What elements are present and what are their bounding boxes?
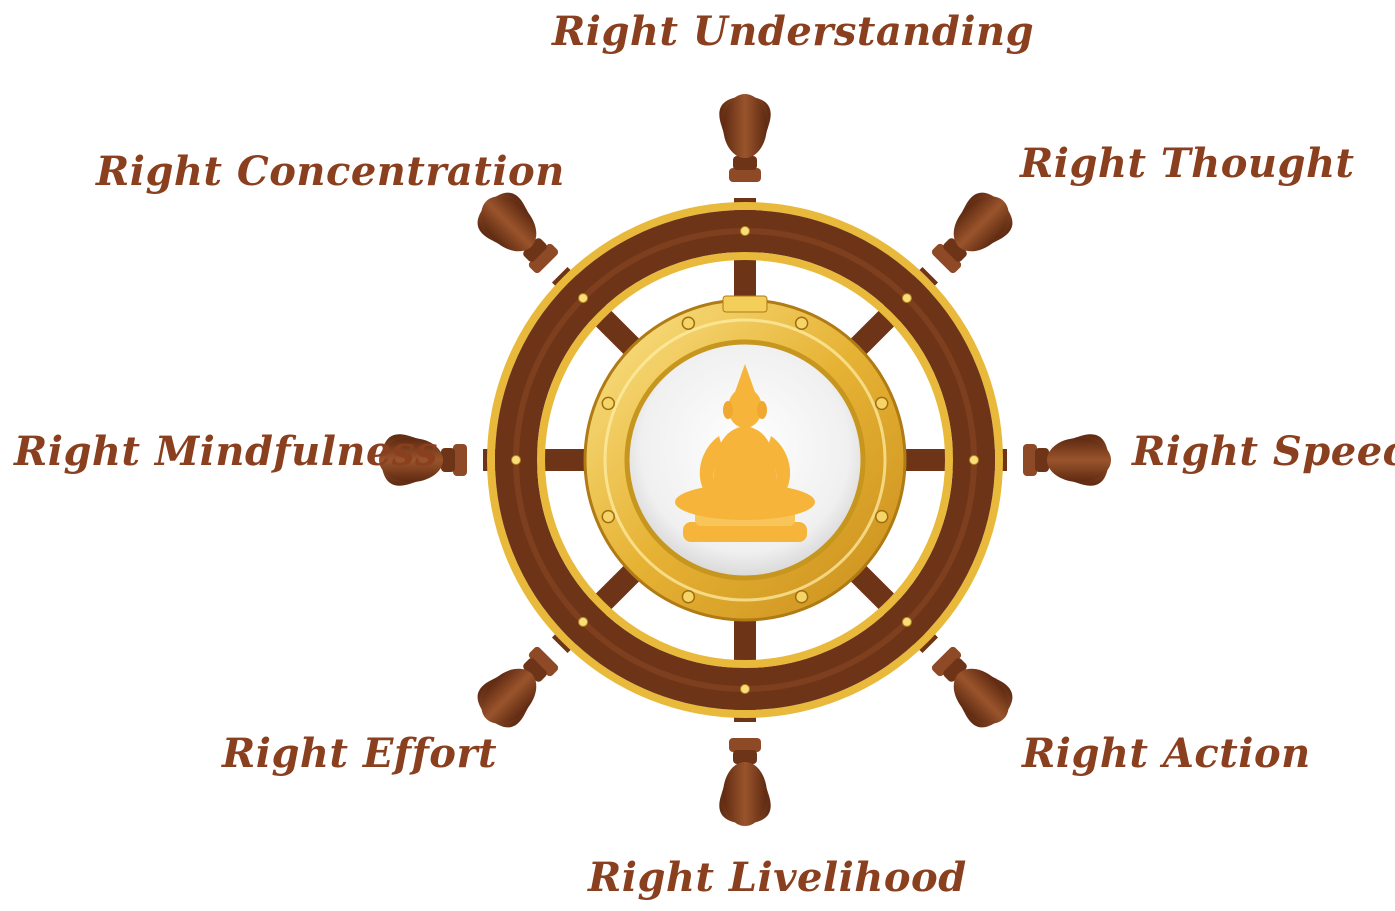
rim-rivet [902, 617, 911, 626]
rim-rivet [970, 456, 979, 465]
rim-rivet [741, 685, 750, 694]
porthole-bolt [796, 591, 808, 603]
porthole-bolt [602, 397, 614, 409]
label-right-action: Right Action [1022, 734, 1311, 774]
porthole-hinge [723, 296, 767, 312]
porthole-bolt [876, 511, 888, 523]
porthole-bolt [876, 397, 888, 409]
porthole-bolt [602, 511, 614, 523]
rim-rivet [579, 617, 588, 626]
label-right-speech: Right Speech [1132, 432, 1395, 472]
porthole-bolt [682, 317, 694, 329]
porthole-bolt [682, 591, 694, 603]
rim-rivet [512, 456, 521, 465]
porthole-bolt [796, 317, 808, 329]
rim-rivet [902, 294, 911, 303]
label-right-mindfulness: Right Mindfulness [14, 432, 438, 472]
label-right-understanding: Right Understanding [552, 12, 1034, 52]
label-right-thought: Right Thought [1020, 144, 1355, 184]
label-right-concentration: Right Concentration [96, 152, 565, 192]
label-right-livelihood: Right Livelihood [588, 858, 967, 898]
rim-rivet [741, 227, 750, 236]
label-right-effort: Right Effort [222, 734, 497, 774]
rim-rivet [579, 294, 588, 303]
